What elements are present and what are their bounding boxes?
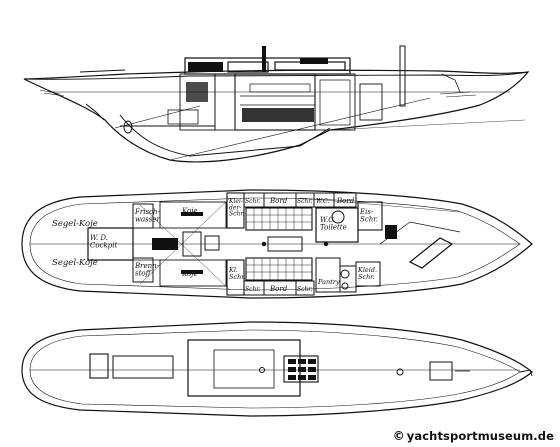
label-bord-top-right: Bord bbox=[336, 197, 355, 205]
label-frisch-wasser: Frisch-wasser bbox=[134, 208, 160, 223]
label-schr-top-right: Schr. bbox=[297, 198, 313, 205]
deck-plan bbox=[21, 321, 533, 417]
label-pantry: Pantry bbox=[317, 278, 340, 286]
label-brenn-stoff: Brenn-stoff bbox=[134, 262, 160, 277]
label-segel-koje-top: Segel-Koje bbox=[52, 219, 98, 229]
label-koje-bottom: Koje bbox=[181, 270, 198, 278]
label-schr-bottom-right: Schr. bbox=[297, 286, 313, 293]
label-koje-top: Koje bbox=[181, 207, 198, 215]
label-bord-top: Bord bbox=[269, 197, 288, 205]
label-schr-top-left: Schr. bbox=[245, 198, 261, 205]
copyright-text: yachtsportmuseum.de bbox=[406, 429, 554, 443]
label-kleid-schr: Kleid.Schr. bbox=[357, 266, 377, 281]
label-schr-bottom-left: Schr. bbox=[245, 286, 261, 293]
label-wc-main: W.C.Toilette bbox=[320, 216, 347, 231]
label-wd-cockpit: W. D.Cockpit bbox=[90, 234, 117, 249]
label-kl-schr-bottom: Kl.Schr. bbox=[228, 266, 246, 281]
label-eis-schr: Eis-Schr. bbox=[359, 208, 378, 223]
label-bord-bottom: Bord bbox=[269, 285, 288, 293]
copyright-symbol: © bbox=[392, 429, 405, 443]
profile-view bbox=[23, 45, 530, 163]
label-kleider-schr-top: Klei-der-Schr. bbox=[228, 198, 245, 218]
copyright-watermark: ©yachtsportmuseum.de bbox=[393, 429, 554, 443]
interior-plan bbox=[21, 189, 533, 299]
interior-labels: Segel-Koje Segel-Koje Frisch-wasser W. D… bbox=[52, 197, 378, 293]
label-wc-top: W.C. bbox=[316, 198, 329, 205]
label-segel-koje-bottom: Segel-Koje bbox=[52, 258, 98, 268]
